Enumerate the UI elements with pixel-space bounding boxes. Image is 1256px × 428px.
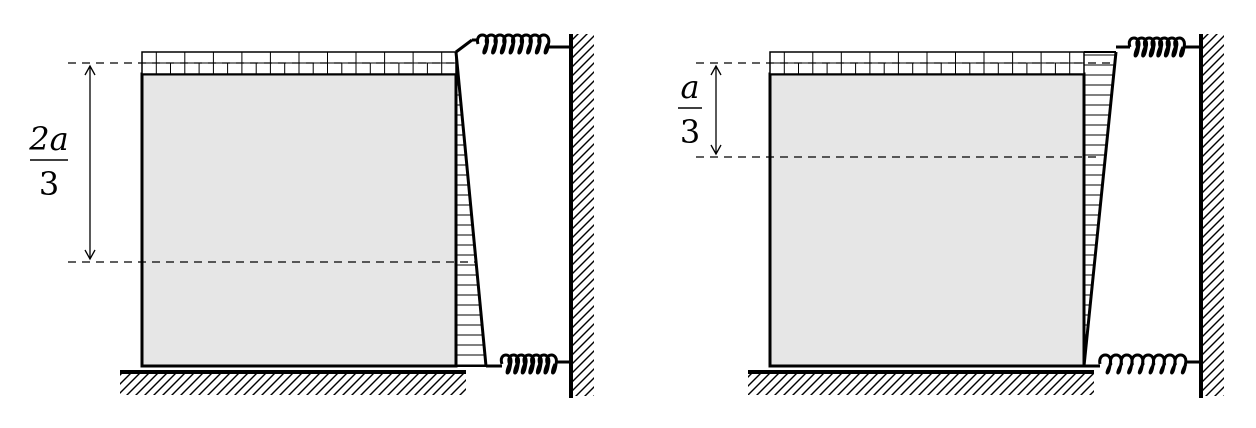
spring-bottom xyxy=(486,353,571,375)
fraction-numerator: 2a xyxy=(28,120,68,158)
spring-bottom xyxy=(1084,353,1201,375)
spring-top xyxy=(1116,36,1201,58)
block xyxy=(768,72,1086,368)
fraction-denominator: 3 xyxy=(680,113,700,151)
spring-top xyxy=(455,33,571,55)
height-label-fraction: a 3 xyxy=(678,68,702,151)
wall-hatch xyxy=(572,34,594,396)
block xyxy=(140,72,458,368)
height-label-fraction: 2a 3 xyxy=(28,120,68,203)
left-diagram: 2a 3 xyxy=(28,33,594,398)
fraction-denominator: 3 xyxy=(39,165,59,203)
ground-hatch xyxy=(748,373,1094,395)
fraction-numerator: a xyxy=(680,68,699,106)
water-wedge-side xyxy=(454,51,488,367)
water-wedge-side xyxy=(1082,51,1118,367)
ground-hatch xyxy=(120,373,466,395)
wall-hatch xyxy=(1202,34,1224,396)
right-diagram: a 3 xyxy=(678,34,1224,398)
